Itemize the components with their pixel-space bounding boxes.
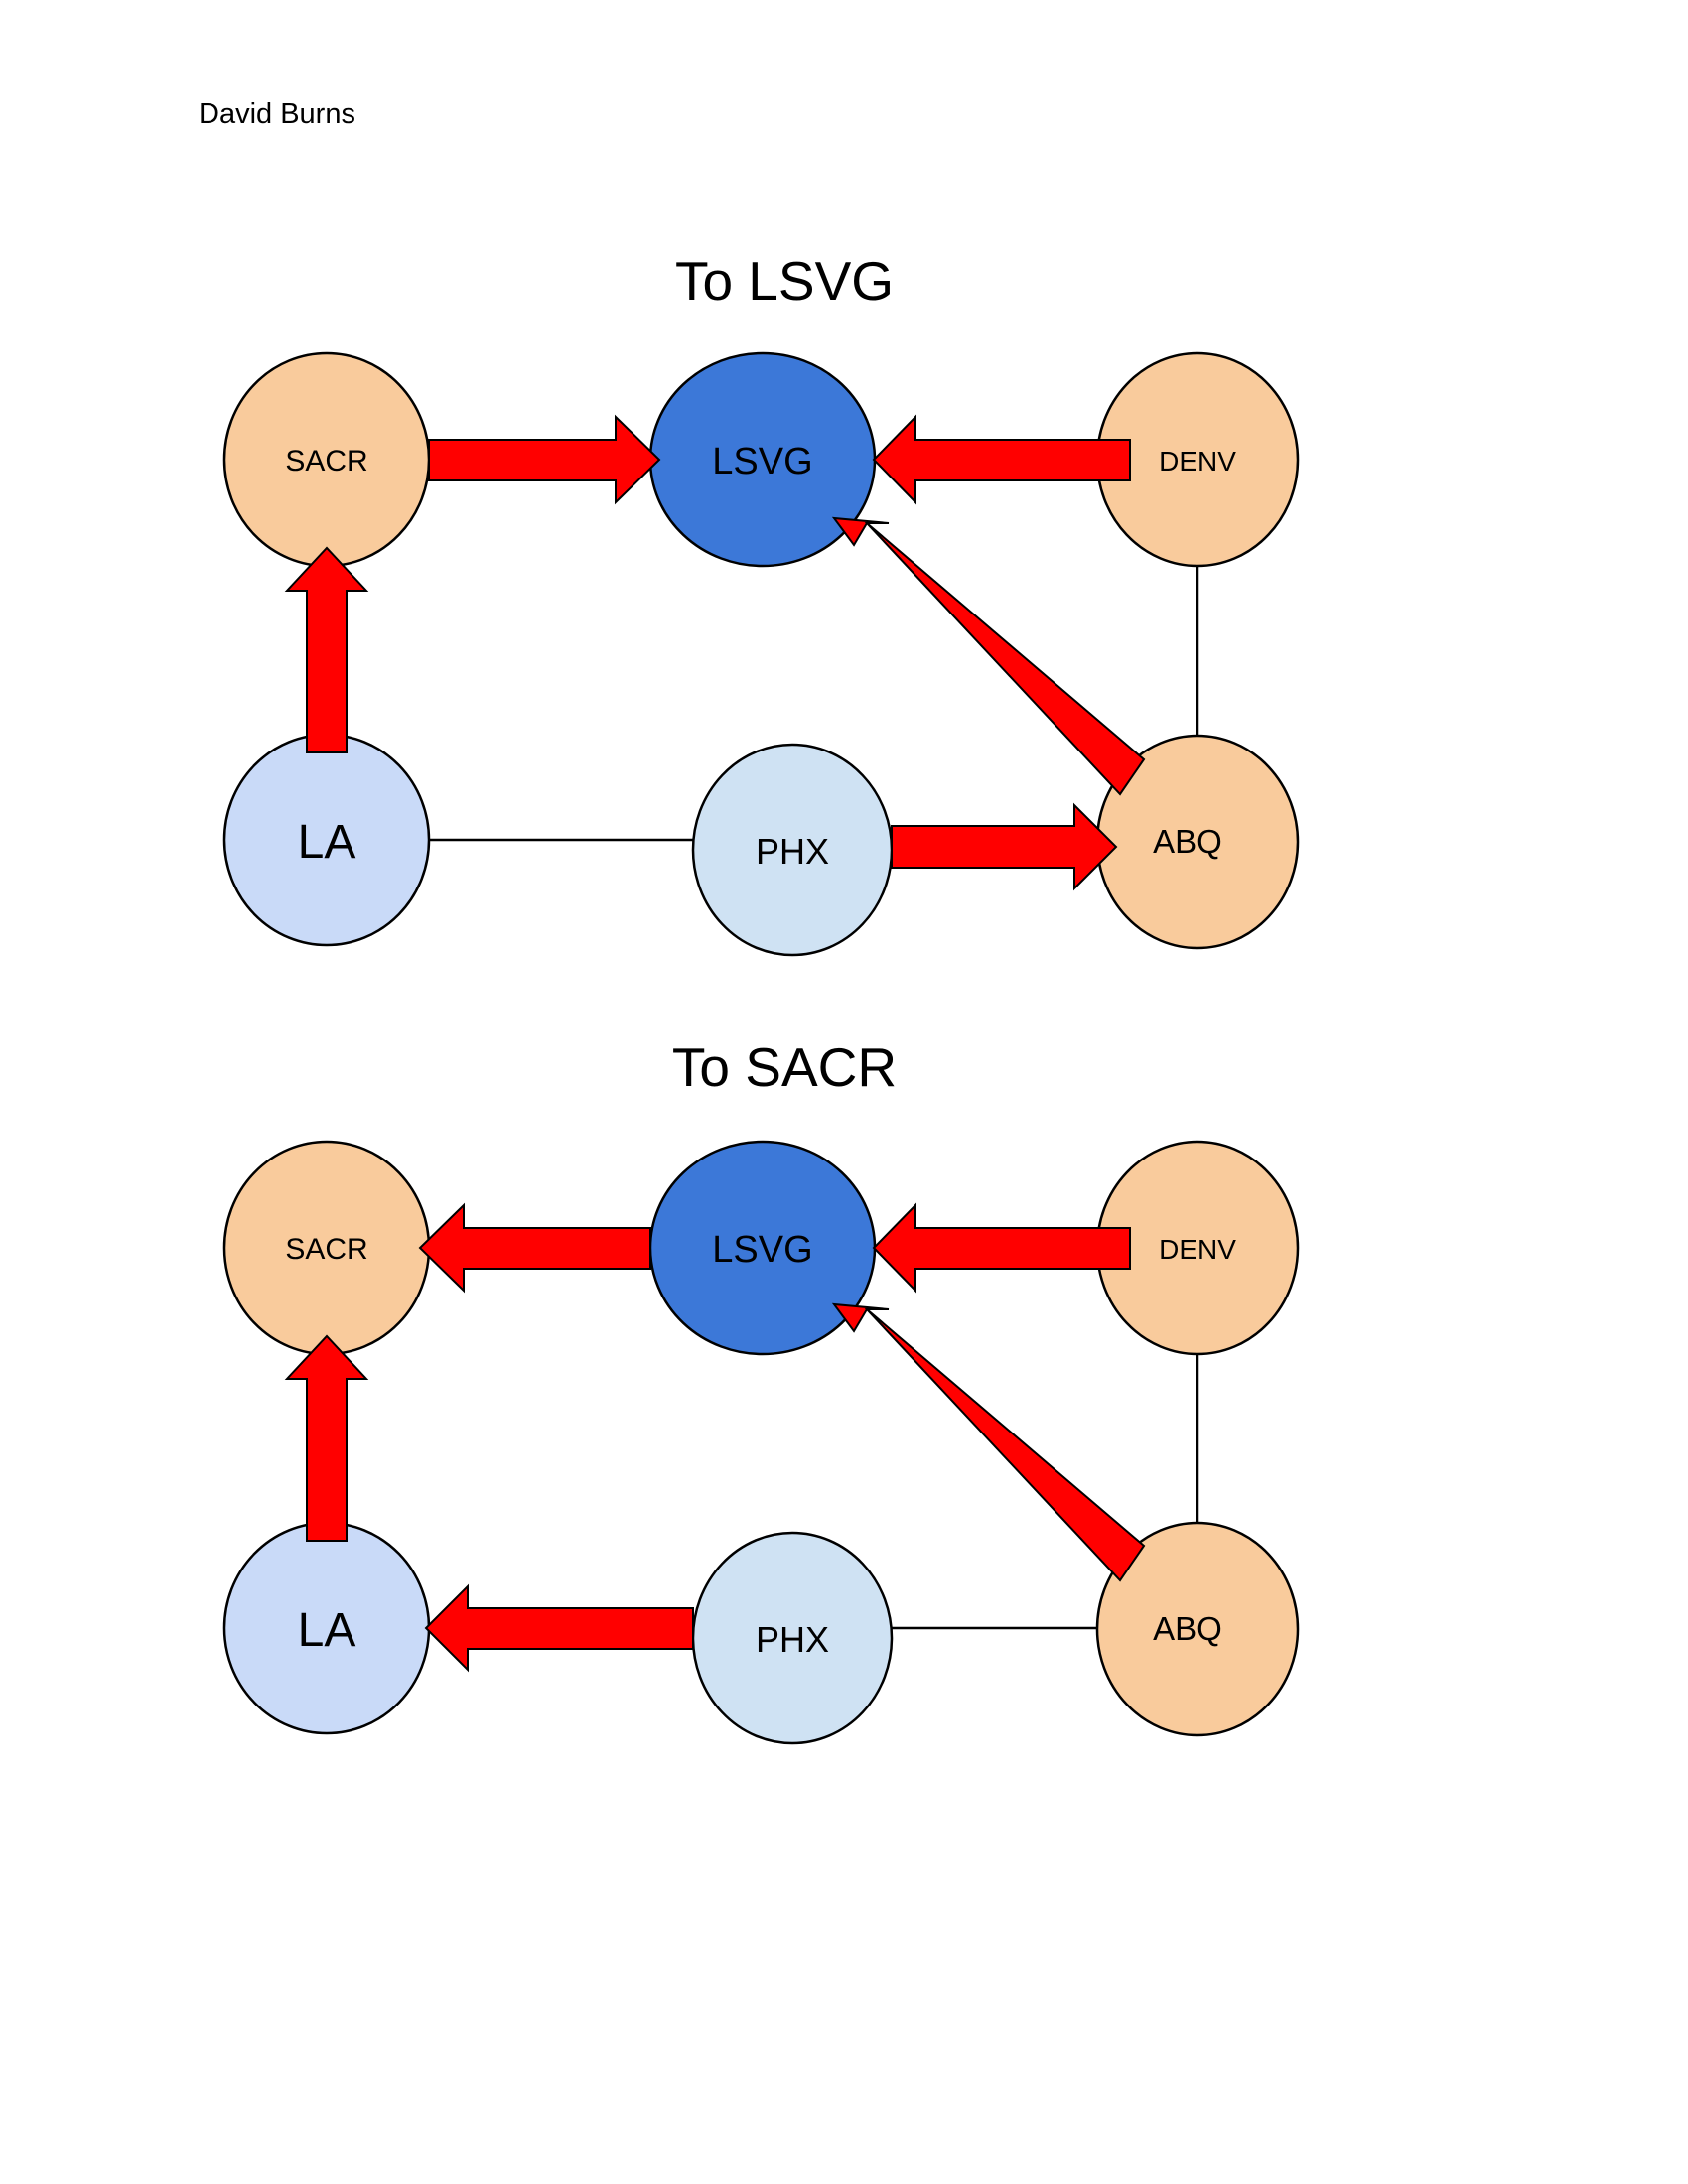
diagram-title: To SACR [672, 1036, 897, 1098]
node-label-la: LA [298, 816, 356, 869]
arrow-denv-to-lsvg [872, 414, 1131, 505]
diagram-to-sacr: To SACR SACR LSVG DENV LA PHX ABQ [222, 1036, 1300, 1745]
node-abq [1095, 1521, 1300, 1737]
author-name: David Burns [199, 98, 355, 130]
node-label-abq: ABQ [1153, 823, 1222, 860]
arrow-phx-to-la [424, 1583, 694, 1673]
node-label-denv: DENV [1159, 1234, 1236, 1265]
node-label-abq: ABQ [1153, 1610, 1222, 1647]
node-label-denv: DENV [1159, 446, 1236, 477]
arrow-abq-to-lsvg [831, 516, 1146, 796]
arrow-denv-to-lsvg [872, 1202, 1131, 1294]
node-label-sacr: SACR [285, 1233, 367, 1266]
diagram-to-lsvg: To LSVG SACR LSVG DENV LA PHX ABQ [222, 250, 1300, 957]
node-label-lsvg: LSVG [712, 441, 812, 482]
arrow-lsvg-to-sacr [418, 1202, 651, 1294]
arrow-phx-to-abq [891, 802, 1118, 891]
node-label-la: LA [298, 1604, 356, 1657]
arrow-la-to-sacr [284, 1334, 369, 1542]
node-label-lsvg: LSVG [712, 1229, 812, 1271]
arrow-la-to-sacr [284, 546, 369, 753]
node-label-sacr: SACR [285, 445, 367, 478]
node-label-phx: PHX [756, 1619, 829, 1660]
arrow-abq-to-lsvg [831, 1302, 1146, 1582]
diagram-title: To LSVG [675, 250, 894, 312]
arrow-sacr-to-lsvg [428, 414, 661, 505]
node-label-phx: PHX [756, 831, 829, 872]
